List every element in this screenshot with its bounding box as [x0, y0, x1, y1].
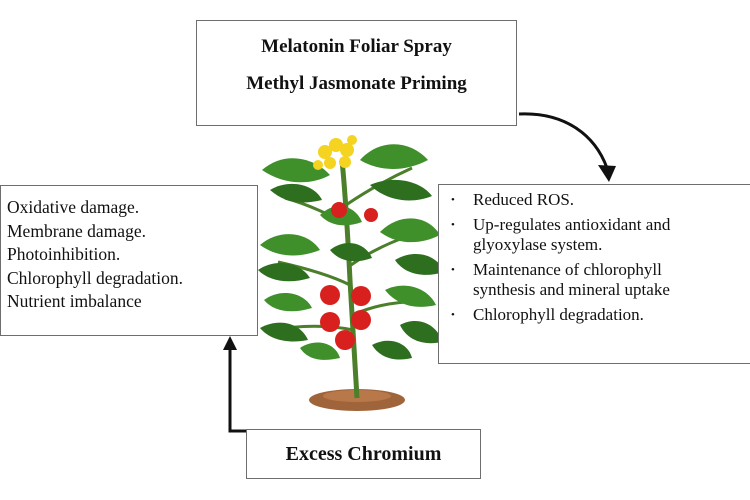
up-arrow-icon — [223, 336, 246, 433]
bullet: • — [451, 308, 455, 321]
tomato-plant-icon — [258, 135, 444, 411]
stress-effects-box: Oxidative damage. Membrane damage. Photo… — [0, 185, 258, 336]
benefit-item: • Reduced ROS. — [449, 190, 750, 211]
benefit-item: • Up-regulates antioxidant and glyoxylas… — [449, 215, 750, 256]
benefit-text: glyoxylase system. — [473, 235, 603, 254]
treatment-benefits-box: • Reduced ROS. • Up-regulates antioxidan… — [438, 184, 750, 364]
treatment-melatonin: Melatonin Foliar Spray — [261, 36, 452, 57]
effect-item: Membrane damage. — [7, 220, 146, 241]
benefit-item: • Chlorophyll degradation. — [449, 305, 750, 326]
bullet: • — [451, 194, 455, 206]
effect-item: Oxidative damage. — [7, 197, 140, 217]
curved-arrow-icon — [518, 112, 616, 182]
plant-stem — [339, 159, 360, 399]
benefit-text: Maintenance of chlorophyll — [473, 259, 662, 279]
benefit-text: synthesis and mineral uptake — [473, 280, 670, 299]
plant-leaves — [258, 144, 444, 360]
effect-item: Photoinhibition. — [7, 244, 121, 264]
bullet: • — [451, 263, 455, 276]
bullet: • — [451, 218, 455, 231]
plant-flowers — [313, 135, 357, 170]
plant-tomatoes — [320, 202, 378, 350]
stress-factor-label: Excess Chromium — [285, 443, 442, 465]
stress-factor-box: Excess Chromium — [246, 429, 481, 479]
effect-item: Nutrient imbalance — [7, 291, 142, 311]
benefit-text: Reduced ROS. — [473, 190, 575, 209]
benefit-text: Chlorophyll degradation. — [473, 304, 644, 324]
benefit-item: • Maintenance of chlorophyll synthesis a… — [449, 260, 750, 301]
treatment-methyl-jasmonate: Methyl Jasmonate Priming — [246, 73, 467, 94]
benefit-text: Up-regulates antioxidant and — [473, 214, 671, 234]
treatment-box: Melatonin Foliar Spray Methyl Jasmonate … — [196, 20, 517, 126]
effect-item: Chlorophyll degradation. — [7, 267, 183, 288]
